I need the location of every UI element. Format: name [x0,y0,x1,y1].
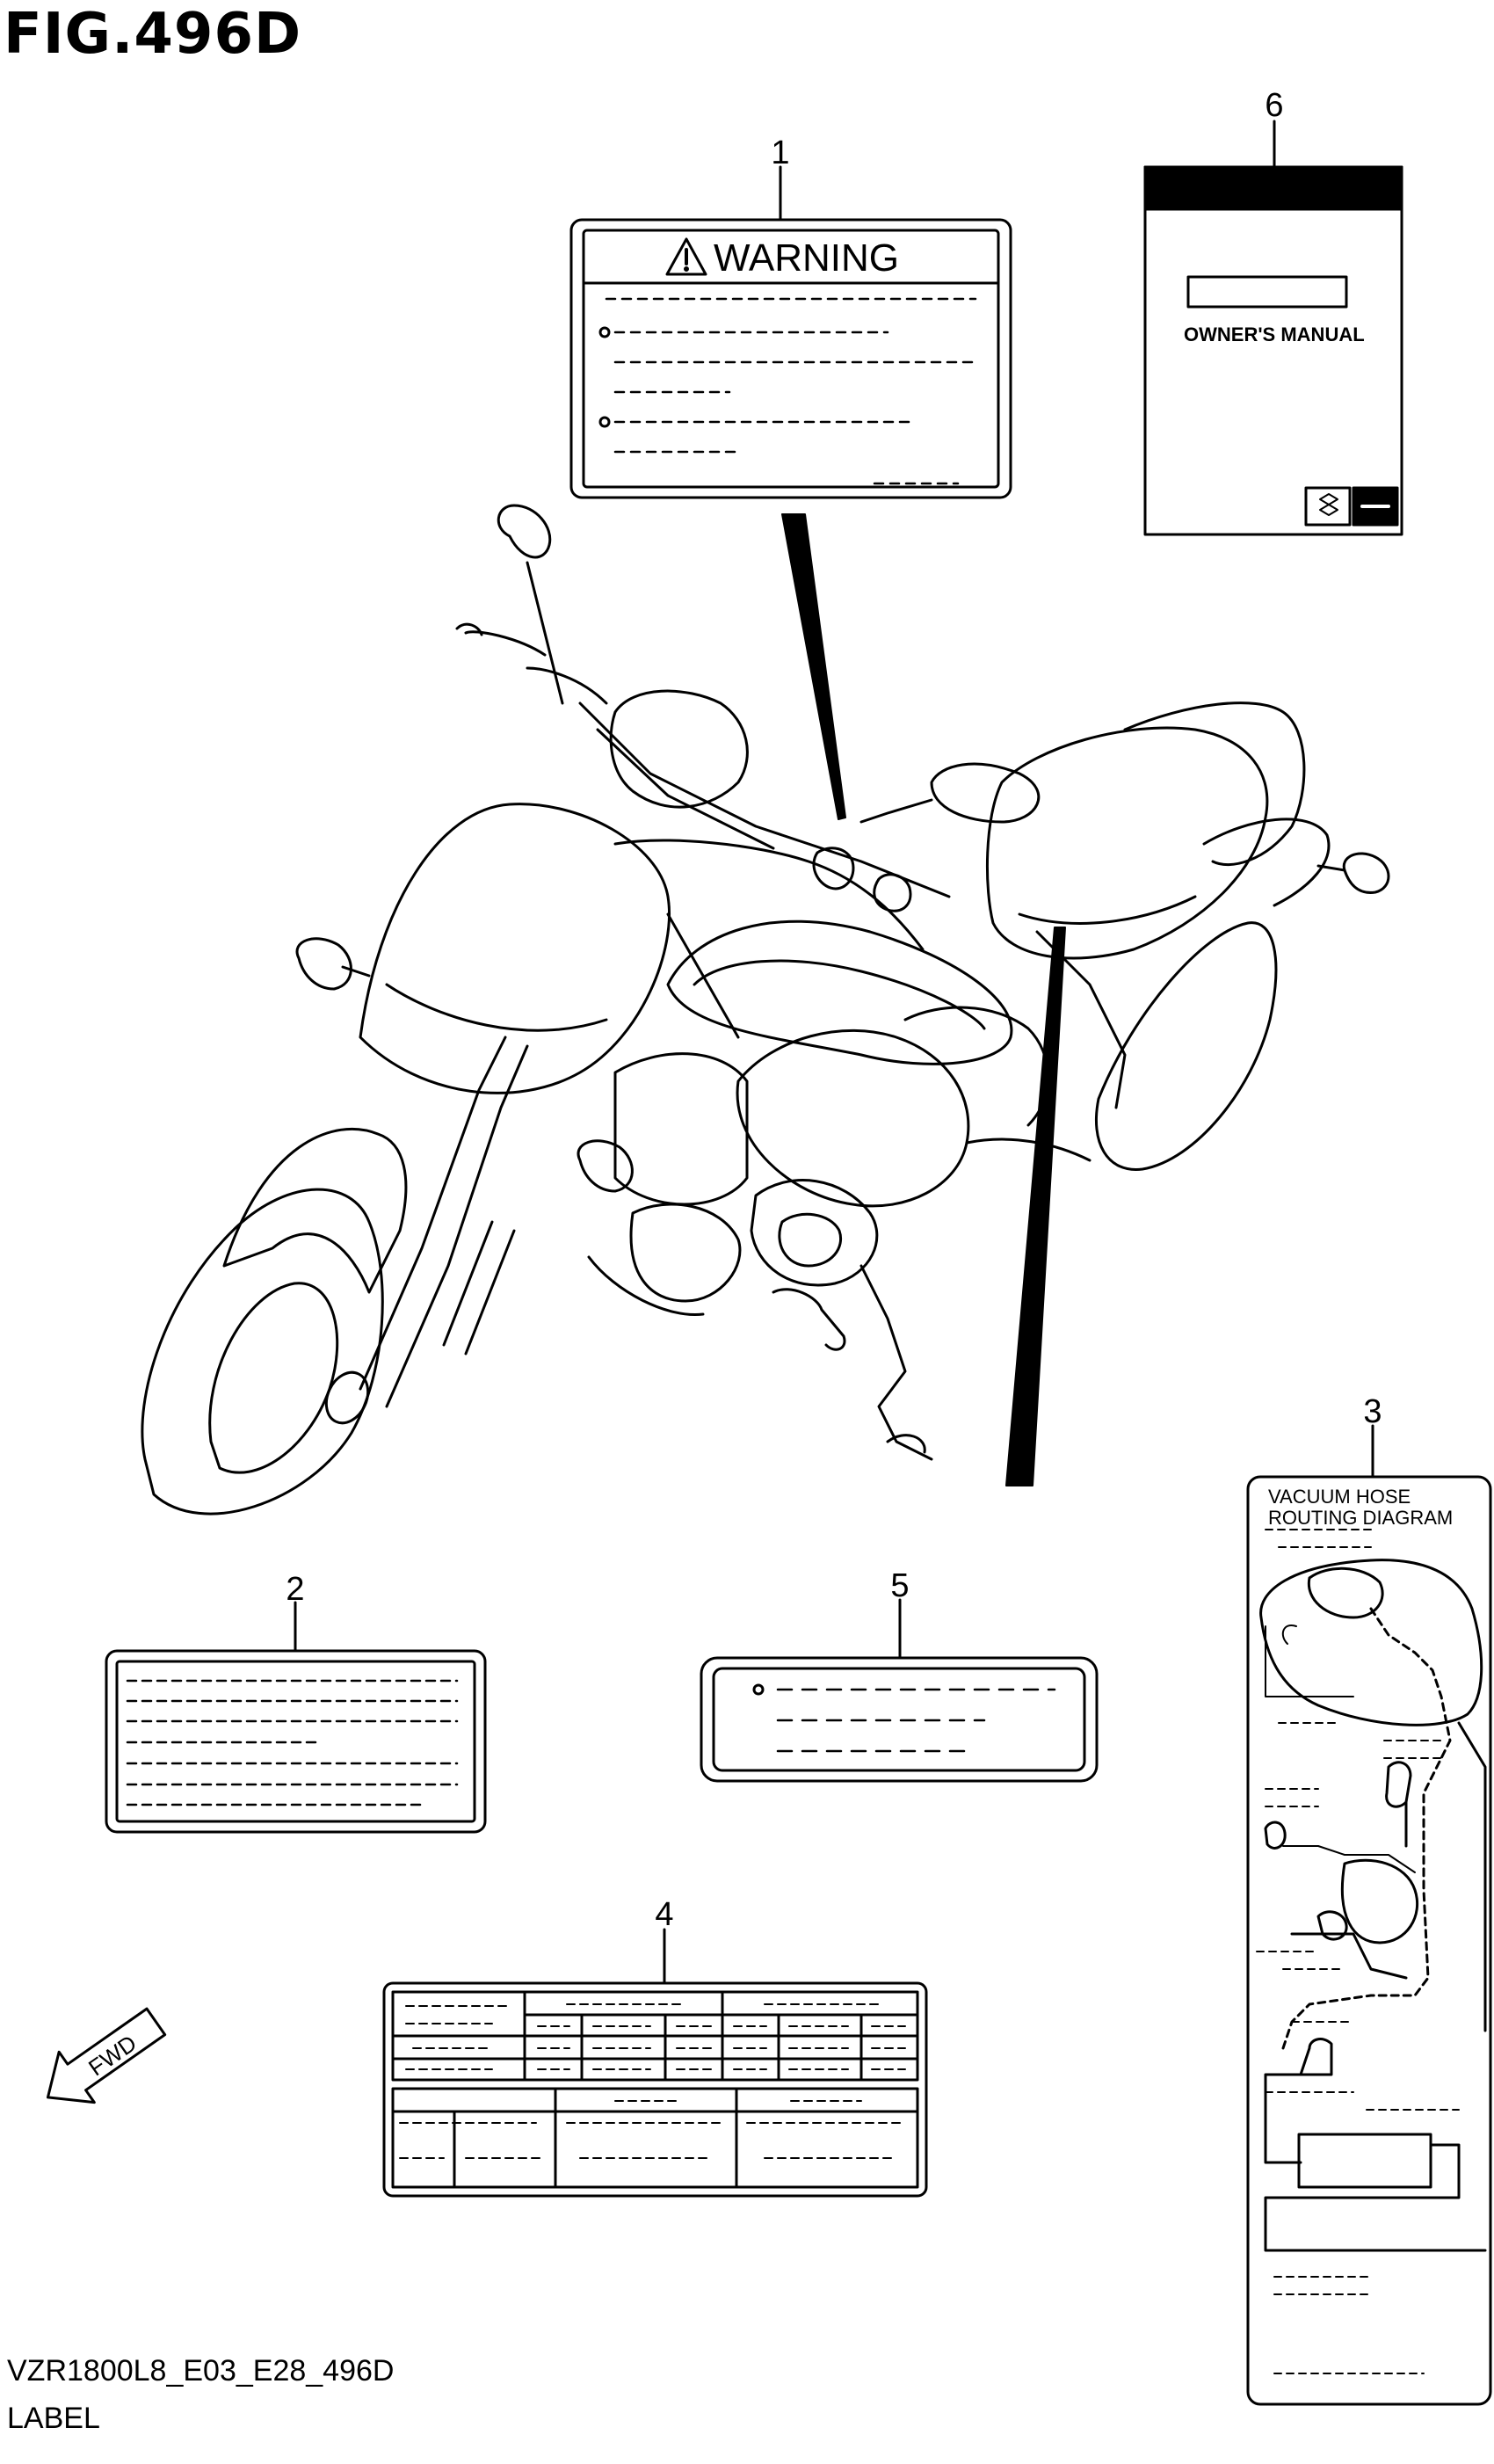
figure-label: LABEL [7,2402,100,2435]
manual-title: OWNER'S MANUAL [1184,323,1365,345]
vacuum-title-line1: VACUUM HOSE [1268,1486,1411,1508]
part-5-label[interactable] [700,1598,1099,1783]
suzuki-logo-icon [1304,486,1352,527]
fwd-text: FWD [83,2030,141,2082]
callout-number-6: 6 [1265,87,1283,124]
callout-number-3: 3 [1363,1393,1382,1430]
callout-number-2: 2 [286,1571,304,1608]
warning-heading: WARNING [714,236,899,280]
part-4-spec-table-label[interactable] [382,1928,928,2198]
part-3-vacuum-hose-diagram[interactable] [1246,1424,1492,2406]
callout-number-5: 5 [890,1567,909,1604]
motorcycle-drawing [141,504,1390,1515]
part-1-warning-label[interactable] [569,165,1012,499]
callout-number-4: 4 [655,1896,673,1933]
callout-number-1: 1 [771,134,789,171]
warning-triangle-icon [665,237,707,276]
part-6-owners-manual[interactable] [1143,120,1403,536]
figure-code: VZR1800L8_E03_E28_496D [7,2354,395,2388]
fwd-arrow-icon [46,2007,167,2104]
vacuum-title-line2: ROUTING DIAGRAM [1268,1507,1453,1529]
figure-title: FIG.496D [4,2,302,67]
part-2-label[interactable] [105,1601,487,1834]
